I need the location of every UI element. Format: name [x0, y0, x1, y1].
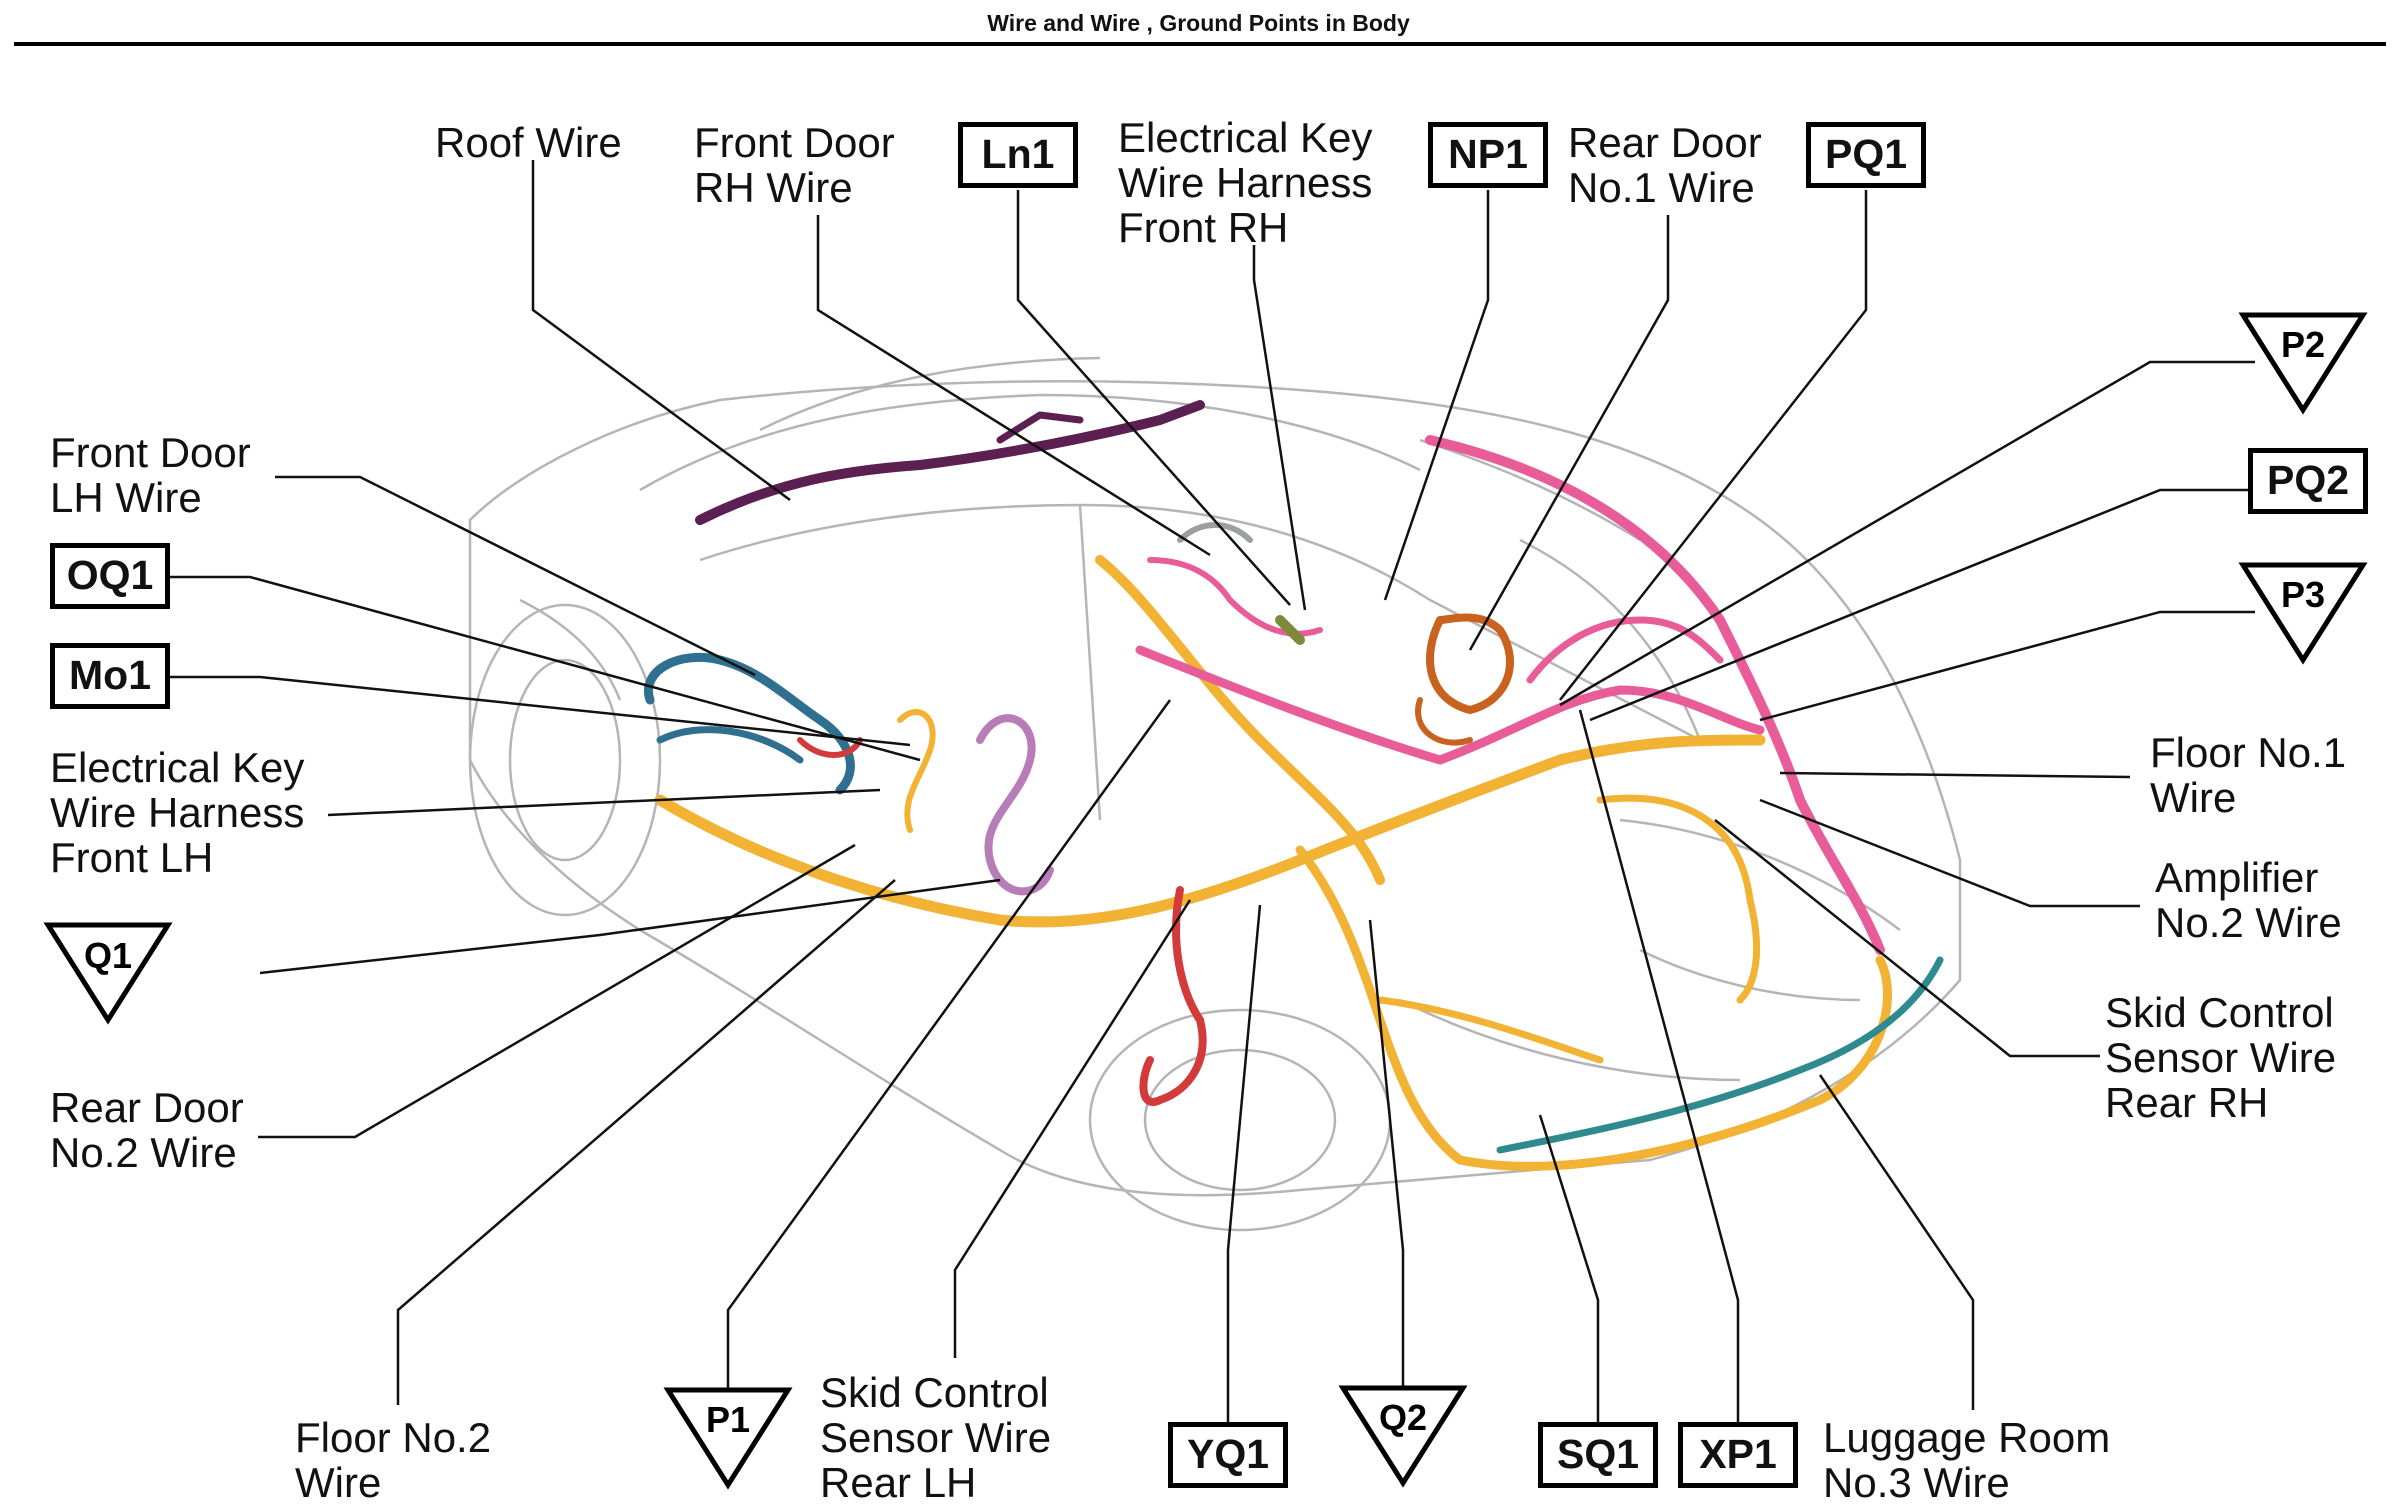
- ground-point-q2: Q2: [1338, 1385, 1468, 1488]
- leader-rear-door-no2: [258, 843, 856, 1139]
- leader-front-door-rh: [816, 215, 1211, 557]
- ek-lh-harness: [897, 709, 936, 833]
- pink-harness: [1425, 435, 1885, 955]
- ground-box-yq1: YQ1: [1168, 1422, 1288, 1488]
- triangle-symbol: [663, 1387, 793, 1490]
- leader-floor-no1: [1779, 771, 2131, 779]
- title-rule: [14, 42, 2386, 46]
- leader-np1: [1383, 190, 1490, 601]
- label-amp-no2: Amplifier No.2 Wire: [2155, 854, 2342, 946]
- triangle-symbol: [43, 922, 173, 1025]
- triangle-symbol: [2238, 562, 2368, 665]
- leader-mo1: [170, 675, 911, 747]
- leader-lines: [170, 160, 2255, 1422]
- leader-front-door-lh: [275, 475, 756, 677]
- ek-rh-harness: [1147, 557, 1323, 637]
- leader-ek-rh: [1252, 245, 1307, 611]
- ground-label-q1: Q1: [84, 935, 132, 976]
- label-roof-wire: Roof Wire: [435, 119, 622, 166]
- skid-lh-harness: [1139, 886, 1207, 1106]
- ground-label-p2: P2: [2281, 324, 2325, 365]
- ground-box-ln1: Ln1: [958, 122, 1078, 188]
- leader-q1: [259, 878, 1001, 975]
- label-rear-door-no1: Rear Door No.1 Wire: [1568, 119, 1762, 211]
- leader-skid-lh: [953, 899, 1192, 1358]
- label-rear-door-no2: Rear Door No.2 Wire: [50, 1084, 244, 1176]
- page-title: Wire and Wire , Ground Points in Body: [987, 10, 1410, 36]
- leader-ek-lh: [327, 788, 881, 817]
- ground-box-sq1: SQ1: [1538, 1422, 1658, 1488]
- label-front-door-lh-wire: Front Door LH Wire: [50, 429, 251, 521]
- label-front-door-rh-wire: Front Door RH Wire: [694, 119, 895, 211]
- leader-floor-no2: [396, 879, 896, 1405]
- leader-rear-door-no1: [1468, 215, 1670, 651]
- ground-point-p2: P2: [2238, 312, 2368, 415]
- main-yellow-harness: [654, 734, 1766, 928]
- ground-box-oq1: OQ1: [50, 543, 170, 609]
- leader-yq1: [1226, 904, 1262, 1422]
- label-skid-rear-rh: Skid Control Sensor Wire Rear RH: [2105, 989, 2337, 1126]
- leader-pq1: [1559, 190, 1868, 701]
- ground-box-pq2: PQ2: [2248, 448, 2368, 514]
- leader-skid-rh: [1714, 819, 2100, 1058]
- ground-label-p3: P3: [2281, 574, 2325, 615]
- ground-point-q1: Q1: [43, 922, 173, 1025]
- ground-label-p1: P1: [706, 1399, 750, 1440]
- leader-sq1: [1538, 1114, 1600, 1422]
- ground-box-np1: NP1: [1428, 122, 1548, 188]
- leader-xp1: [1578, 709, 1740, 1422]
- leader-pq2: [1589, 488, 2248, 722]
- leader-luggage-no3: [1818, 1074, 1975, 1410]
- wire-harnesses: [643, 400, 1944, 1171]
- leader-p1: [726, 699, 1172, 1390]
- rear-door-no2-harness: [976, 714, 1054, 896]
- label-floor-no2: Floor No.2 Wire: [295, 1414, 492, 1506]
- ground-box-mo1: Mo1: [50, 643, 170, 709]
- leader-oq1: [170, 575, 921, 762]
- ground-label-q2: Q2: [1379, 1397, 1427, 1438]
- ground-point-p3: P3: [2238, 562, 2368, 665]
- leader-p2: [1559, 360, 2255, 707]
- label-ek-front-lh: Electrical Key Wire Harness Front LH: [50, 744, 305, 881]
- leader-ln1: [1016, 190, 1291, 606]
- car-outline: [468, 356, 1962, 1232]
- leader-roof-wire: [531, 160, 791, 502]
- rear-door-no1-harness: [1426, 613, 1514, 714]
- ground-point-p1: P1: [663, 1387, 793, 1490]
- label-luggage-no3: Luggage Room No.3 Wire: [1823, 1414, 2111, 1506]
- triangle-symbol: [2238, 312, 2368, 415]
- label-floor-no1: Floor No.1 Wire: [2150, 729, 2347, 821]
- ground-box-pq1: PQ1: [1806, 122, 1926, 188]
- leader-amp-no2: [1759, 798, 2140, 908]
- triangle-symbol: [1338, 1385, 1468, 1488]
- luggage-no3-harness: [1496, 956, 1944, 1154]
- leader-p3: [1759, 610, 2255, 722]
- ground-box-xp1: XP1: [1678, 1422, 1798, 1488]
- leader-q2: [1368, 919, 1405, 1388]
- front-door-lh-harness: [643, 652, 855, 795]
- label-ek-front-rh: Electrical Key Wire Harness Front RH: [1118, 114, 1373, 251]
- label-skid-rear-lh: Skid Control Sensor Wire Rear LH: [820, 1369, 1052, 1506]
